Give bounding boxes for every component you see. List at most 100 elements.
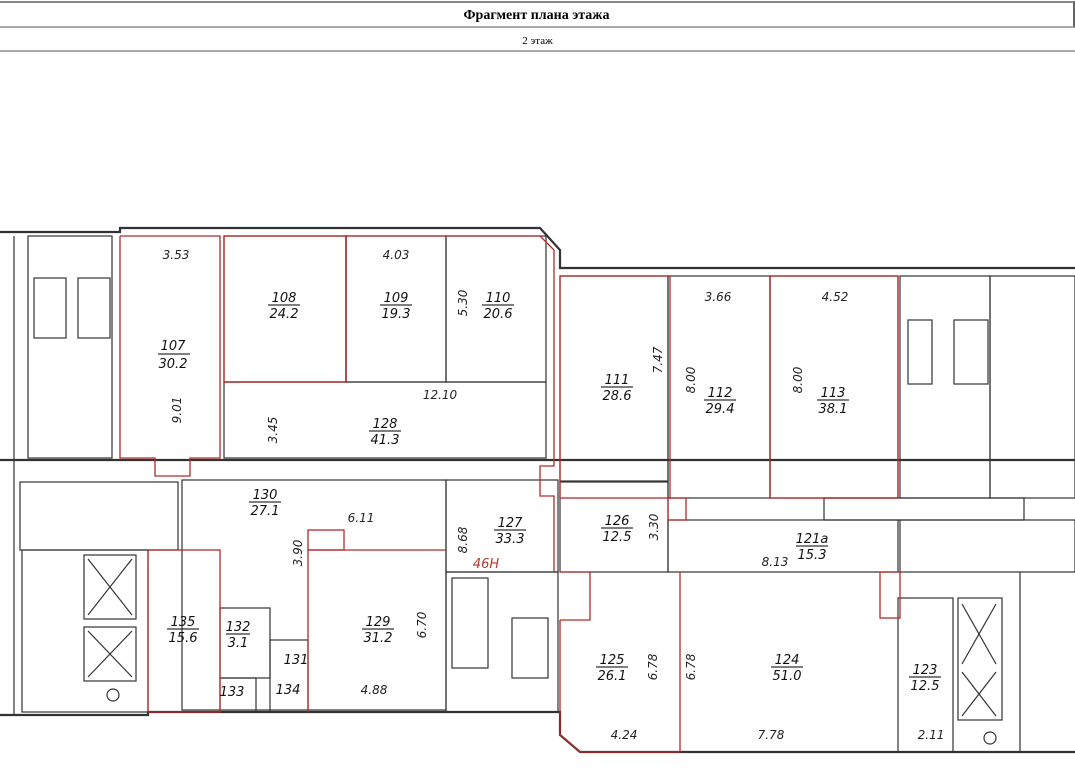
- unit-label: 46Н: [473, 557, 500, 572]
- room-label-text: 110: [486, 291, 511, 306]
- plan-line: [559, 275, 671, 499]
- plan-line: [83, 554, 137, 620]
- plan-line: [27, 235, 113, 459]
- room-label-text: 15.3: [798, 548, 827, 563]
- plan-line: [77, 277, 111, 339]
- room-label-text: 12.5: [603, 530, 632, 545]
- dimension-label: 3.66: [705, 290, 732, 304]
- plan-line: [899, 275, 991, 499]
- plan-line: [119, 235, 221, 477]
- room-label-text: 51.0: [773, 669, 802, 684]
- plan-line: [147, 549, 221, 713]
- room-label-text: 19.3: [382, 307, 411, 322]
- room-label-text: 12.5: [911, 679, 940, 694]
- plan-line: [983, 731, 997, 745]
- plan-line: [181, 479, 447, 711]
- dimension-label: 8.68: [456, 526, 470, 553]
- room-label-text: 26.1: [598, 669, 627, 684]
- plan-line: [0, 710, 1075, 754]
- dimension-label: 3.90: [291, 539, 305, 566]
- room-label-text: 126: [605, 514, 630, 529]
- dimension-label: 8.00: [684, 366, 698, 393]
- dimension-label: 4.52: [822, 290, 849, 304]
- floor-label: 2 этаж: [0, 30, 1075, 52]
- room-label-text: 38.1: [819, 402, 848, 417]
- room-label-text: 132: [226, 620, 251, 635]
- room-label-text: 33.3: [496, 532, 525, 547]
- plan-line: [823, 497, 1025, 521]
- dimension-label: 8.00: [791, 366, 805, 393]
- plan-line: [560, 571, 591, 621]
- plan-line: [879, 571, 901, 619]
- room-label-text: 124: [775, 653, 800, 668]
- dimension-labels: 3.53 4.03 5.30 3.66 4.52 7.47 8.00 8.00 …: [163, 248, 945, 742]
- dimension-label: 3.45: [266, 417, 280, 444]
- plan-line: [307, 549, 446, 712]
- room-label-text: 20.6: [484, 307, 513, 322]
- room-label-text: 127: [498, 516, 524, 531]
- dimension-label: 6.70: [415, 611, 429, 638]
- plan-line: [345, 235, 446, 382]
- plan-line: [446, 235, 555, 572]
- plan-line: [87, 630, 133, 678]
- room-label-text: 15.6: [169, 631, 198, 646]
- room-label-text: 130: [253, 488, 278, 503]
- room-label-text: 135: [171, 615, 196, 630]
- plan-line: [223, 381, 547, 459]
- dimension-label: 3.53: [163, 248, 190, 262]
- room-label-text: 31.2: [364, 631, 393, 646]
- dimension-label: 3.30: [647, 513, 661, 540]
- plan-line: [769, 275, 899, 499]
- room-label-text: 3.1: [228, 636, 249, 651]
- room-134: 134: [276, 683, 301, 698]
- plan-title: Фрагмент плана этажа: [0, 1, 1075, 28]
- plan-line: [269, 639, 309, 713]
- room-label-text: 27.1: [251, 504, 280, 519]
- room-label-text: 28.6: [603, 389, 632, 404]
- room-label-text: 41.3: [371, 433, 400, 448]
- dimension-label: 9.01: [170, 397, 184, 424]
- highlighted-premises: [119, 235, 901, 753]
- room-131: 131: [284, 653, 309, 668]
- room-label-text: 123: [913, 663, 938, 678]
- plan-line: [989, 275, 1075, 499]
- room-label-text: 125: [600, 653, 625, 668]
- dimension-label: 8.13: [762, 555, 789, 569]
- dimension-label: 6.78: [684, 653, 698, 680]
- plan-line: [0, 226, 1075, 270]
- room-label-text: 107: [161, 339, 187, 354]
- plan-line: [445, 571, 559, 713]
- plan-line: [87, 558, 133, 616]
- dimension-label: 4.03: [383, 248, 410, 262]
- room-label-text: 113: [821, 386, 846, 401]
- plan-line: [83, 626, 137, 682]
- dimension-label: 6.11: [348, 511, 375, 525]
- room-label-text: 108: [272, 291, 297, 306]
- plan-line: [897, 597, 954, 753]
- plan-line: [451, 577, 489, 669]
- plan-line: [907, 319, 933, 385]
- plan-line: [957, 597, 1003, 721]
- plan-line: [667, 497, 687, 521]
- dimension-label: 7.78: [758, 728, 785, 742]
- dimension-label: 7.47: [651, 346, 665, 373]
- room-label-text: 129: [366, 615, 391, 630]
